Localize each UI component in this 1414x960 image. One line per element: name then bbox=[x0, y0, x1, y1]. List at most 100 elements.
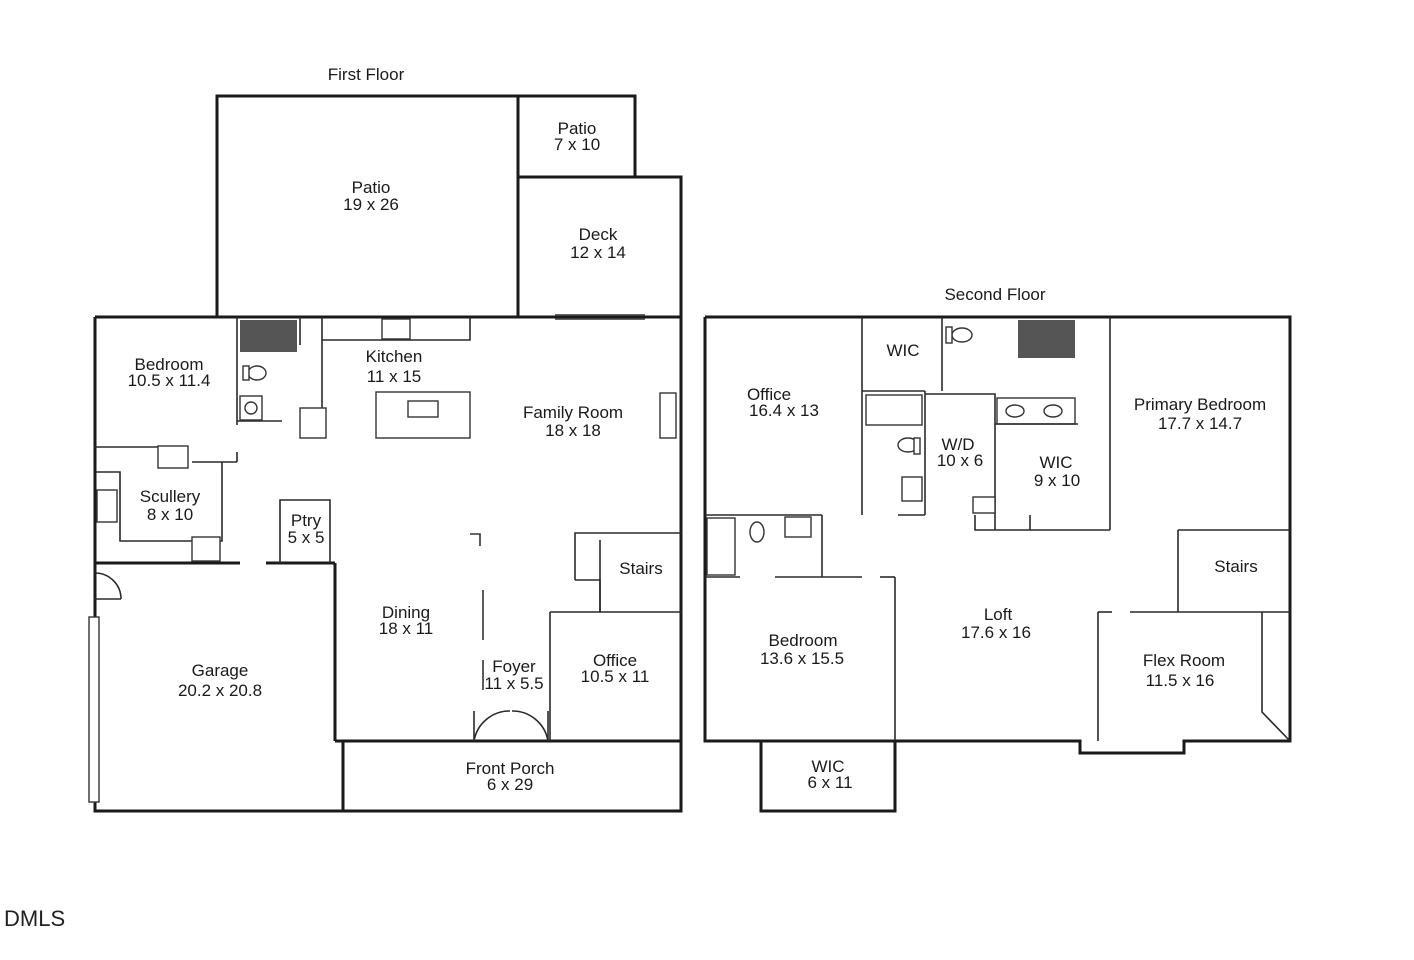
scullery-cooktop bbox=[157, 445, 189, 469]
room-office: Office 10.5 x 11 bbox=[581, 651, 650, 686]
room-wic-mid: WIC 9 x 10 bbox=[1034, 453, 1080, 490]
room-size: 18 x 11 bbox=[379, 619, 434, 638]
second-floor-outline-left bbox=[703, 317, 761, 743]
second-floor-title: Second Floor bbox=[944, 285, 1045, 304]
room-name: Family Room bbox=[523, 403, 623, 422]
room-name: Office bbox=[593, 651, 637, 670]
front-door-swing bbox=[473, 710, 549, 742]
room-size: 17.6 x 16 bbox=[961, 623, 1031, 642]
second-floor-outline bbox=[705, 315, 1292, 755]
room-size: 6 x 29 bbox=[487, 775, 533, 794]
room-name: Garage bbox=[192, 661, 249, 680]
room-stairs: Stairs bbox=[619, 559, 662, 578]
dmls-watermark: DMLS bbox=[4, 906, 65, 931]
room-size: 11 x 5.5 bbox=[484, 674, 543, 693]
room-kitchen: Kitchen 11 x 15 bbox=[366, 347, 423, 386]
room-name: Front Porch bbox=[466, 759, 555, 778]
primary-bath-fixtures bbox=[897, 326, 1076, 502]
room-wd: W/D 10 x 6 bbox=[937, 435, 983, 470]
tub-upper bbox=[865, 394, 923, 426]
room-wic-top: WIC bbox=[886, 341, 919, 360]
front-porch-outline bbox=[341, 739, 683, 813]
room-size: 10 x 6 bbox=[937, 451, 983, 470]
room-foyer: Foyer 11 x 5.5 bbox=[484, 657, 543, 693]
room-name: Foyer bbox=[492, 657, 536, 676]
room-size: 11.5 x 16 bbox=[1146, 671, 1215, 690]
first-floor: First Floor bbox=[88, 65, 683, 813]
first-floor-title: First Floor bbox=[328, 65, 405, 84]
kitchen-fridge bbox=[299, 407, 327, 439]
sink-lower bbox=[784, 516, 812, 538]
room-garage: Garage 20.2 x 20.8 bbox=[178, 661, 262, 700]
room-size: 10.5 x 11.4 bbox=[128, 371, 211, 390]
wd-top-wall bbox=[925, 393, 1078, 425]
room-bedroom-2: Bedroom 13.6 x 15.5 bbox=[760, 631, 844, 668]
second-floor: Second Floor bbox=[703, 285, 1292, 813]
house-outline-left bbox=[93, 317, 240, 565]
room-name: Bedroom bbox=[769, 631, 838, 650]
island-sink bbox=[407, 400, 439, 418]
room-name: Bedroom bbox=[135, 355, 204, 374]
stairs-upper-wall bbox=[574, 532, 681, 580]
garage-entry-door-swing bbox=[94, 572, 122, 600]
shower-grid bbox=[240, 320, 297, 352]
room-size: 17.7 x 14.7 bbox=[1158, 414, 1242, 433]
open-plan-markers bbox=[470, 533, 484, 690]
room-size: 10.5 x 11 bbox=[581, 667, 650, 686]
room-size: 20.2 x 20.8 bbox=[178, 681, 262, 700]
flex-closet bbox=[1261, 612, 1291, 742]
toilet-lower bbox=[749, 521, 765, 543]
room-name: Loft bbox=[984, 605, 1013, 624]
wic-bottom-outline bbox=[759, 739, 897, 813]
room-front-porch: Front Porch 6 x 29 bbox=[466, 759, 555, 794]
room-name: Ptry bbox=[291, 511, 322, 530]
room-size: 12 x 14 bbox=[570, 243, 626, 262]
room-size: 18 x 18 bbox=[545, 421, 601, 440]
room-size: 6 x 11 bbox=[807, 773, 852, 792]
room-stairs-2: Stairs bbox=[1214, 557, 1257, 576]
room-size: 5 x 5 bbox=[288, 528, 325, 547]
room-size: 19 x 26 bbox=[343, 195, 399, 214]
room-name: Office bbox=[747, 385, 791, 404]
scullery-sink bbox=[96, 489, 118, 523]
room-bedroom: Bedroom 10.5 x 11.4 bbox=[128, 355, 211, 390]
room-wic-bottom: WIC 6 x 11 bbox=[807, 757, 852, 792]
room-family-room: Family Room 18 x 18 bbox=[523, 403, 623, 440]
room-name: Primary Bedroom bbox=[1134, 395, 1266, 414]
room-name: Patio bbox=[558, 119, 597, 138]
kitchen-upper-cabinets bbox=[321, 317, 471, 341]
room-name: W/D bbox=[941, 435, 974, 454]
room-name: WIC bbox=[811, 757, 844, 776]
room-size: 8 x 10 bbox=[147, 505, 193, 524]
tub-lower bbox=[706, 517, 736, 576]
room-name: Kitchen bbox=[366, 347, 423, 366]
room-name: Flex Room bbox=[1143, 651, 1225, 670]
stairs-inner-wall bbox=[575, 579, 601, 612]
room-flex-room: Flex Room 11.5 x 16 bbox=[1143, 651, 1225, 690]
room-name: WIC bbox=[1039, 453, 1072, 472]
fireplace bbox=[659, 392, 677, 439]
wd-door-jamb bbox=[974, 515, 1031, 531]
room-patio-large: Patio 19 x 26 bbox=[343, 178, 399, 214]
room-name: Patio bbox=[352, 178, 391, 197]
room-name: Scullery bbox=[140, 487, 201, 506]
room-name: Stairs bbox=[619, 559, 662, 578]
room-pantry: Ptry 5 x 5 bbox=[288, 511, 325, 547]
room-size: 16.4 x 13 bbox=[749, 401, 819, 420]
room-deck: Deck 12 x 14 bbox=[570, 225, 626, 262]
room-dining: Dining 18 x 11 bbox=[379, 603, 434, 638]
laundry-sink bbox=[972, 496, 996, 514]
kitchen-range bbox=[381, 318, 411, 340]
garage-door bbox=[88, 616, 100, 803]
room-name: Stairs bbox=[1214, 557, 1257, 576]
room-patio-small: Patio 7 x 10 bbox=[554, 119, 600, 154]
room-size: 13.6 x 15.5 bbox=[760, 649, 844, 668]
room-size: 7 x 10 bbox=[554, 135, 600, 154]
pantry-walls bbox=[279, 499, 331, 563]
room-scullery: Scullery 8 x 10 bbox=[140, 487, 201, 524]
room-size: 11 x 15 bbox=[367, 367, 422, 386]
room-name: WIC bbox=[886, 341, 919, 360]
room-size: 9 x 10 bbox=[1034, 471, 1080, 490]
room-name: Deck bbox=[579, 225, 618, 244]
